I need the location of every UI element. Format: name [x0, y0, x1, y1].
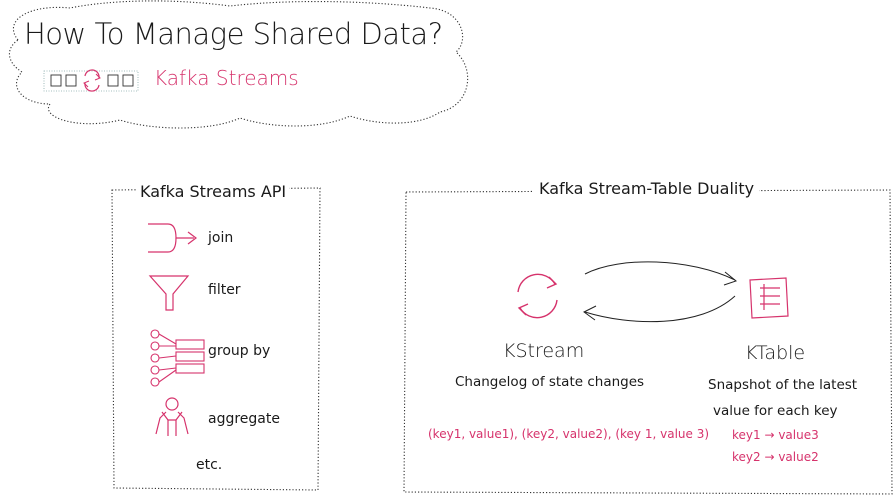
ktable-description-line1: Snapshot of the latest [708, 377, 858, 393]
kafka-streams-logo-icon [43, 69, 139, 92]
join-arrow-icon [148, 223, 197, 253]
kstream-label: KStream [503, 340, 585, 362]
table-to-stream-arrow [583, 295, 736, 323]
ktable-row-2: key2 → value2 [732, 450, 819, 464]
ktable-icon [749, 277, 789, 319]
duality-box [403, 189, 893, 495]
ktable-label: KTable [745, 342, 806, 364]
api-item-group-by: group by [208, 343, 271, 359]
duality-heading: Kafka Stream-Table Duality [534, 179, 760, 198]
subtitle: Kafka Streams [154, 66, 299, 90]
kstream-example: (key1, value1), (key2, value2), (key 1, … [428, 427, 710, 441]
kstream-description: Changelog of state changes [455, 374, 645, 390]
group-by-icon [150, 329, 205, 387]
api-heading: Kafka Streams API [137, 182, 290, 201]
api-item-filter: filter [208, 282, 241, 298]
funnel-icon [148, 275, 190, 311]
person-aggregate-icon [155, 397, 189, 436]
page-title: How To Manage Shared Data? [24, 17, 443, 51]
api-etc: etc. [196, 457, 223, 473]
api-item-aggregate: aggregate [208, 411, 280, 427]
kstream-refresh-icon [517, 273, 558, 319]
title-cloud [8, 0, 469, 129]
api-item-join: join [208, 230, 234, 246]
stream-to-table-arrow [584, 261, 738, 286]
ktable-description-line2: value for each key [713, 403, 838, 419]
ktable-row-1: key1 → value3 [732, 428, 819, 442]
